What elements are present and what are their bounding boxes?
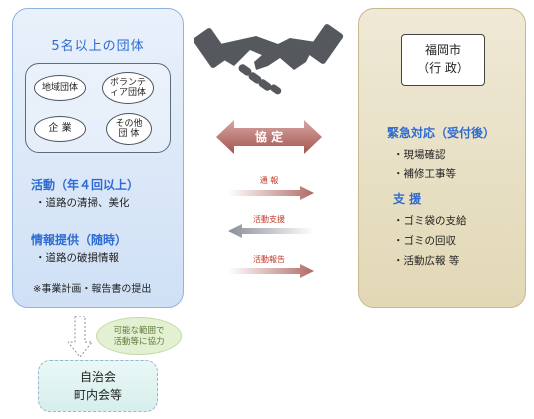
org-other-label-2: 団 体 (118, 129, 140, 139)
agreement-arrow (216, 120, 322, 154)
support-label: 活動支援 (253, 215, 285, 224)
support-heading: 支 援 (393, 192, 422, 206)
city-role: （行 政） (417, 61, 469, 75)
down-arrow (68, 316, 92, 358)
info-item: ・道路の破損情報 (35, 252, 119, 264)
org-company-label: 企 業 (48, 123, 72, 134)
neighborhood-association-box: 自治会 町内会等 (38, 360, 158, 412)
support-arrow (228, 224, 314, 238)
org-community-label: 地域団体 (41, 83, 78, 93)
group-title: 5名以上の団体 (51, 39, 145, 54)
activity-item: ・道路の清掃、美化 (35, 197, 130, 209)
city-label-box: 福岡市 （行 政） (401, 34, 485, 86)
city-name: 福岡市 (424, 43, 461, 57)
org-volunteer-label-1: ボランテ (109, 78, 146, 88)
association-line-2: 町内会等 (73, 388, 122, 402)
handshake-icon (194, 24, 344, 95)
support-item-3: ・活動広報 等 (393, 255, 460, 267)
info-heading: 情報提供（随時） (31, 233, 128, 247)
org-company: 企 業 (34, 116, 86, 142)
emergency-heading: 緊急対応（受付後） (387, 126, 496, 140)
org-volunteer-label-2: ィア団体 (109, 88, 146, 98)
support-item-2: ・ゴミの回収 (393, 235, 456, 247)
callout-line-1: 可能な範囲で (113, 326, 165, 336)
org-community: 地域団体 (34, 75, 86, 101)
submission-note: ※事業計画・報告書の提出 (33, 284, 152, 295)
report-arrow (228, 186, 314, 200)
org-types-box: 地域団体 ボランテ ィア団体 企 業 その他 団 体 (25, 63, 171, 153)
org-volunteer: ボランテ ィア団体 (102, 72, 154, 104)
cooperation-callout: 可能な範囲で 活動等に協力 (96, 317, 182, 355)
agreement-label: 協 定 (254, 130, 284, 144)
activity-report-arrow (228, 264, 314, 278)
org-other-label-1: その他 (115, 119, 143, 129)
emergency-item-1: ・現場確認 (393, 149, 446, 161)
association-line-1: 自治会 (79, 370, 116, 384)
callout-line-2: 活動等に協力 (113, 337, 165, 347)
report-label: 通 報 (259, 176, 279, 185)
support-item-1: ・ゴミ袋の支給 (393, 215, 467, 227)
org-other: その他 団 体 (106, 113, 152, 145)
city-box: 福岡市 （行 政） 緊急対応（受付後） ・現場確認 ・補修工事等 支 援 ・ゴミ… (358, 8, 526, 308)
activity-report-label: 活動報告 (253, 255, 285, 264)
group-box: 5名以上の団体 地域団体 ボランテ ィア団体 企 業 その他 団 体 活動（年４… (12, 8, 184, 308)
emergency-item-2: ・補修工事等 (393, 168, 456, 180)
activity-heading: 活動（年４回以上） (31, 178, 140, 192)
